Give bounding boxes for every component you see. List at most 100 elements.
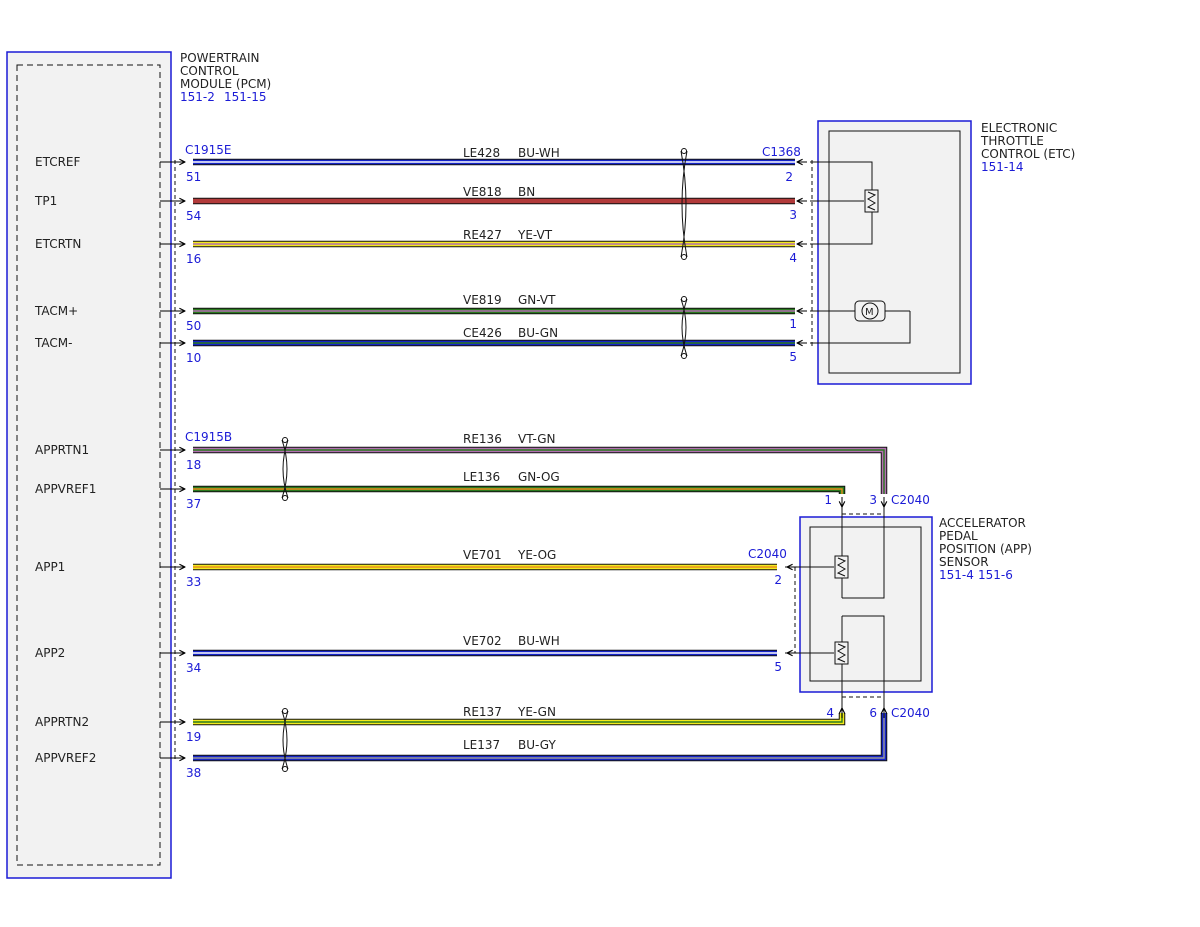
far-pin-number: 2 — [785, 170, 793, 184]
wire-le136 — [193, 485, 846, 494]
pcm-pin-label: ETCRTN — [35, 237, 81, 251]
far-pin-number: 2 — [774, 573, 782, 587]
pcm-pin-label: APPRTN1 — [35, 443, 89, 457]
twist-end — [282, 495, 288, 501]
pcm-title-line: CONTROL — [180, 64, 239, 78]
pcm-pin-label: APP1 — [35, 560, 65, 574]
etc-title-line: THROTTLE — [980, 134, 1044, 148]
wire-color-label: GN-OG — [518, 470, 560, 484]
app-connector-label-top: C2040 — [891, 493, 930, 507]
etc-motor-circuit — [810, 300, 911, 344]
app-sensor-inner — [809, 526, 922, 682]
wires-layer — [160, 162, 884, 758]
potentiometer-zigzag — [836, 643, 847, 663]
pcm-pin-number: 19 — [186, 730, 201, 744]
pcm-pin-number: 10 — [186, 351, 201, 365]
pcm-ref: 151-15 — [224, 90, 267, 104]
wire-color-label: BU-WH — [518, 634, 560, 648]
app-sensor-title: ACCELERATOR PEDAL POSITION (APP) SENSOR … — [939, 516, 1032, 582]
twist-end — [681, 254, 687, 260]
etc-internal-wire — [810, 311, 911, 344]
app-sensor-module — [799, 516, 933, 693]
pcm-ref: 151-2 — [180, 90, 215, 104]
pcm-pin-number: 18 — [186, 458, 201, 472]
pcm-pin-label: APPVREF2 — [35, 751, 96, 765]
wire-color-label: VT-GN — [518, 432, 555, 446]
wire-color-label: GN-VT — [518, 293, 556, 307]
circuit-number-label: LE136 — [463, 470, 500, 484]
twisted-pair-icon — [680, 148, 688, 260]
circuit-number-label: LE428 — [463, 146, 500, 160]
wire-stripe — [193, 488, 843, 494]
app-title-line: POSITION (APP) — [939, 542, 1032, 556]
etc-ref: 151-14 — [981, 160, 1024, 174]
app-title-line: ACCELERATOR — [939, 516, 1026, 530]
app-sensor-internal — [785, 507, 885, 708]
etc-connector-label: C1368 — [762, 145, 801, 159]
wire-color-label: YE-OG — [517, 548, 556, 562]
etc-module — [817, 120, 972, 385]
pcm-pin-number: 51 — [186, 170, 201, 184]
pcm-pin-label: TACM- — [34, 336, 72, 350]
far-pin-number: 1 — [824, 493, 832, 507]
far-pin-number: 5 — [774, 660, 782, 674]
motor-label: M — [865, 307, 874, 318]
app-internal-wire — [842, 615, 885, 708]
pcm-module-outline — [6, 51, 172, 879]
twist-end — [681, 148, 687, 154]
circuit-number-label: LE137 — [463, 738, 500, 752]
wire-stripe — [193, 713, 885, 759]
app-title-line: SENSOR — [939, 555, 989, 569]
circuit-number-label: CE426 — [463, 326, 502, 340]
pcm-pin-label: APP2 — [35, 646, 65, 660]
etc-internal-wire — [810, 161, 873, 190]
far-pin-number: 1 — [789, 317, 797, 331]
pcm-title-line: POWERTRAIN — [180, 51, 260, 65]
pcm-connector-bottom: C1915B — [185, 430, 232, 444]
etc-title: ELECTRONIC THROTTLE CONTROL (ETC) 151-14 — [980, 121, 1075, 174]
twisted-pair-icon — [680, 296, 688, 359]
far-pin-number: 6 — [869, 706, 877, 720]
pcm-title-line: MODULE (PCM) — [180, 77, 271, 91]
etc-module-inner — [828, 130, 961, 374]
wire-color-label: BU-WH — [518, 146, 560, 160]
pcm-pin-number: 38 — [186, 766, 201, 780]
far-pin-number: 5 — [789, 350, 797, 364]
twisted-pair-markers — [281, 148, 688, 772]
twist-end — [681, 296, 687, 302]
wire-stripe — [193, 449, 885, 494]
twist-end — [282, 708, 288, 714]
circuit-number-label: VE701 — [463, 548, 502, 562]
app-title-line: PEDAL — [939, 529, 978, 543]
circuit-number-label: VE702 — [463, 634, 502, 648]
circuit-number-label: VE819 — [463, 293, 502, 307]
twist-end — [282, 766, 288, 772]
pcm-module-inner-border — [16, 64, 161, 866]
twisted-pair-icon — [281, 437, 289, 501]
etc-internal-wire — [810, 212, 873, 245]
twist-curve — [281, 439, 289, 499]
circuit-number-label: RE427 — [463, 228, 502, 242]
motor-icon — [861, 302, 879, 320]
wire-re136 — [193, 446, 888, 494]
potentiometer-zigzag — [866, 191, 877, 211]
wire-color-label: YE-VT — [517, 228, 553, 242]
far-pin-number: 3 — [789, 208, 797, 222]
app-ref: 151-4 — [939, 568, 974, 582]
wire-color-label: YE-GN — [517, 705, 556, 719]
app-ref: 151-6 — [978, 568, 1013, 582]
app-connector-label-mid: C2040 — [748, 547, 787, 561]
app-connector-label-bottom: C2040 — [891, 706, 930, 720]
far-pin-number: 4 — [826, 706, 834, 720]
pcm-pin-label: TP1 — [34, 194, 57, 208]
pcm-pin-label: APPRTN2 — [35, 715, 89, 729]
twist-curve — [281, 710, 289, 770]
far-pin-number: 4 — [789, 251, 797, 265]
pcm-pin-number: 37 — [186, 497, 201, 511]
pcm-pin-number: 16 — [186, 252, 201, 266]
pcm-connector-top: C1915E — [185, 143, 232, 157]
pcm-pin-label: APPVREF1 — [35, 482, 96, 496]
wire-color-label: BU-GY — [518, 738, 556, 752]
pcm-pin-label: TACM+ — [34, 304, 78, 318]
potentiometer-zigzag — [836, 557, 847, 577]
